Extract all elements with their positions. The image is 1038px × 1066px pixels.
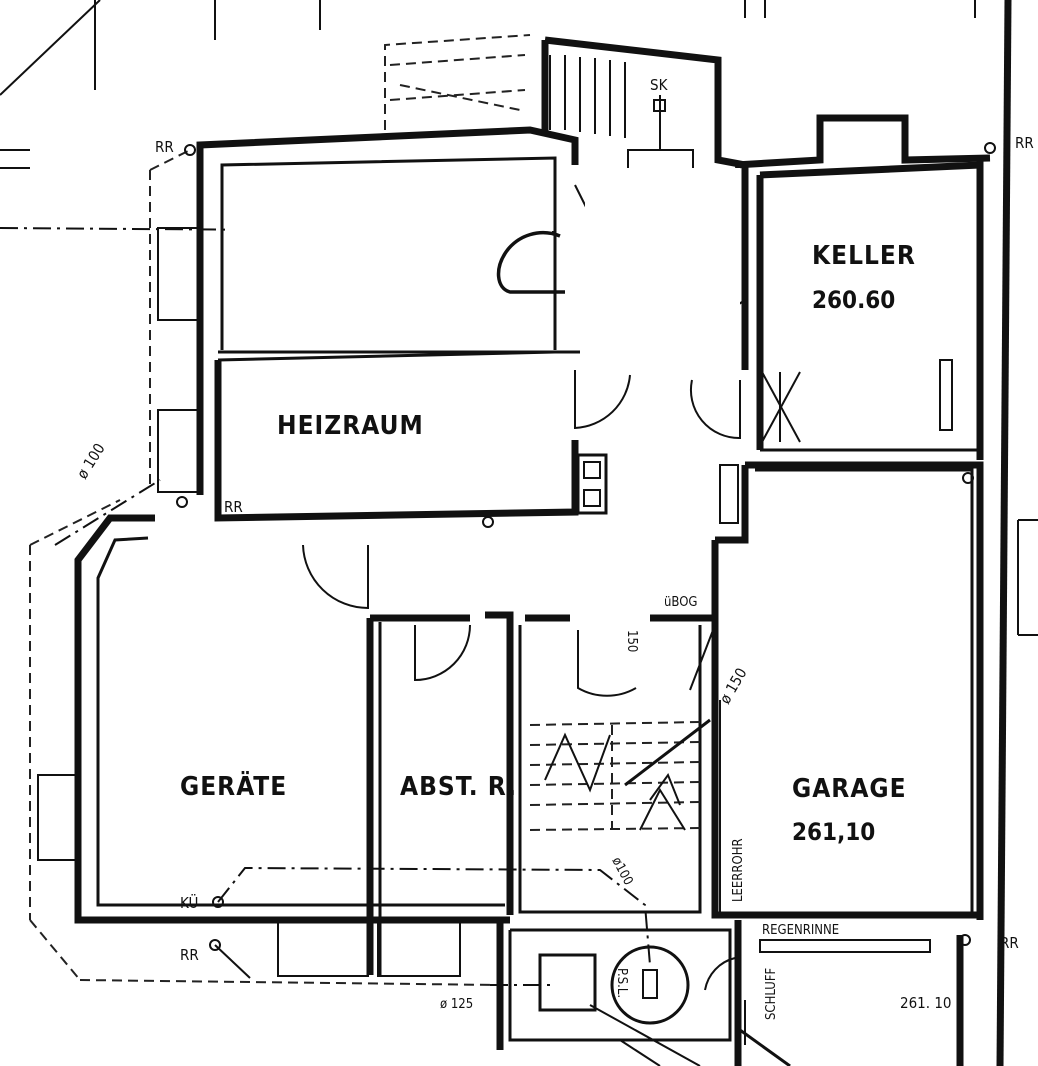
boiler-symbol: [576, 453, 608, 515]
handwritten-mark: [496, 231, 565, 294]
pipe-100b-label: ø100: [608, 855, 635, 888]
rr-label-heizraum: RR: [224, 498, 243, 516]
psl-label: P.S.L.: [614, 968, 629, 998]
sk-label: SK: [650, 76, 669, 94]
leerrohr-label: LEERROHR: [731, 838, 746, 902]
schluff-label: SCHLUFF: [764, 967, 779, 1020]
entrance-stairs: [384, 34, 746, 173]
rr-label-top-right: RR: [1015, 134, 1034, 152]
basement-stairs: [529, 718, 711, 831]
room-labels: KELLER 260.60 HEIZRAUM GERÄTE ABST. R. G…: [180, 241, 916, 846]
drain-lines: [54, 142, 996, 1066]
garage-name: GARAGE: [792, 774, 907, 804]
doors: [302, 370, 801, 697]
pipe-100-label: ø 100: [73, 440, 109, 482]
kue-label: KÜ: [180, 893, 198, 912]
outside-level-label: 261. 10: [900, 994, 952, 1012]
pipe-150b-label: 150: [624, 630, 639, 652]
ueog-label: üBOG: [664, 595, 697, 610]
pipe-150-label: ø 150: [716, 665, 751, 707]
rr-label-bottom-right: RR: [1000, 934, 1019, 952]
heizraum-name: HEIZRAUM: [277, 411, 424, 441]
pipe-125-label: ø 125: [440, 997, 473, 1012]
abstellraum-name: ABST. R.: [400, 772, 517, 802]
keller-level: 260.60: [812, 286, 895, 314]
annotation-labels: RR RR RR RR RR SK KÜ ø 100 ø 150 ø 125 ø…: [73, 76, 1034, 1020]
outer-walls: [37, 114, 991, 1066]
keller-name: KELLER: [812, 241, 916, 271]
rr-label-bottom-left: RR: [180, 946, 199, 964]
rr-label-top-left: RR: [155, 138, 174, 156]
regenrinne-label: REGENRINNE: [762, 923, 839, 938]
geraete-name: GERÄTE: [180, 770, 287, 802]
garage-level: 261,10: [792, 818, 875, 846]
